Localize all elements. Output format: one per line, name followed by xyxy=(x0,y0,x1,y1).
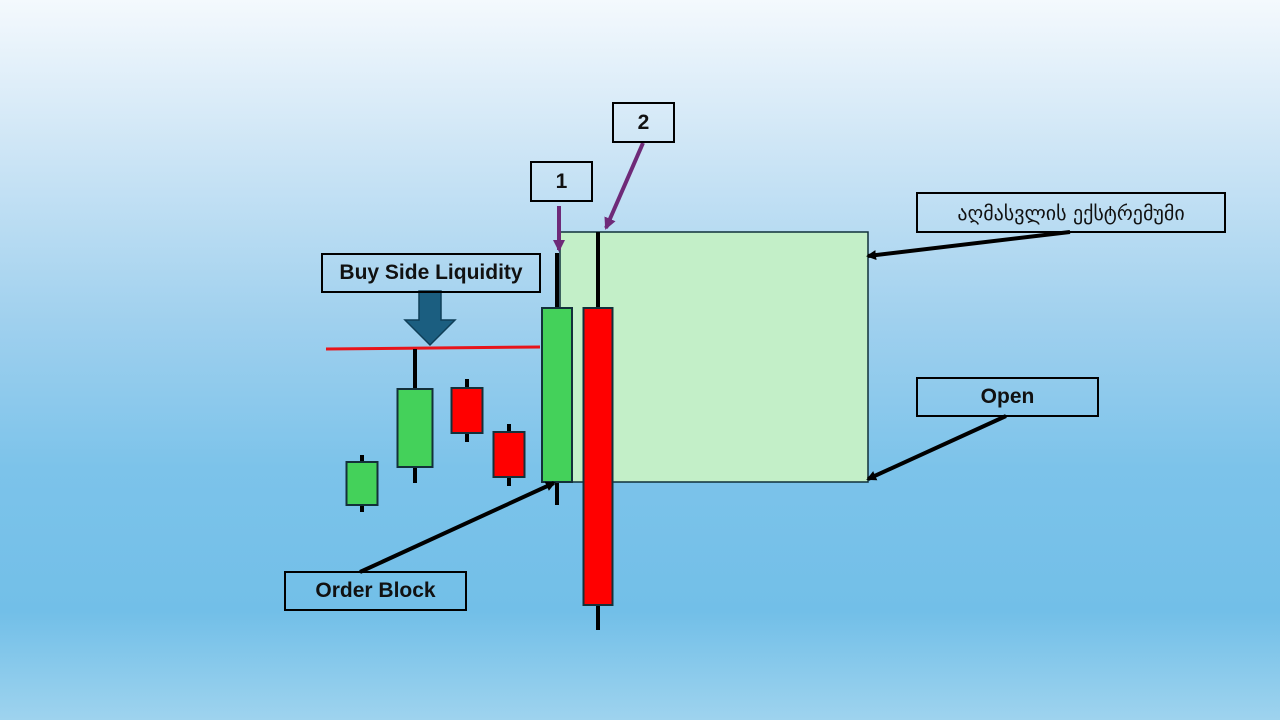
buy-side-liquidity-line xyxy=(325,345,541,351)
extreme-arrow xyxy=(866,230,1071,261)
marker-1-label: 1 xyxy=(530,161,593,202)
marker-2-arrow xyxy=(604,142,645,230)
candle-body xyxy=(450,387,484,434)
candle-body xyxy=(345,461,379,506)
candle-body xyxy=(582,307,614,606)
candle-body xyxy=(541,307,573,483)
order-block-label: Order Block xyxy=(284,571,467,611)
candle-bear xyxy=(492,424,526,486)
candle-bear xyxy=(450,379,484,442)
open-arrow xyxy=(866,414,1007,481)
marker-2-label: 2 xyxy=(612,102,675,143)
open-label: Open xyxy=(916,377,1099,417)
candle-body xyxy=(492,431,526,478)
candle-body xyxy=(396,388,434,468)
candle-bear xyxy=(582,232,614,630)
candle-bull xyxy=(396,349,434,483)
order-block-arrow xyxy=(359,481,556,574)
extreme-label: აღმასვლის ექსტრემუმი xyxy=(916,192,1226,233)
candle-bull xyxy=(345,455,379,512)
down-arrow-icon xyxy=(403,290,457,347)
buy-side-liquidity-label: Buy Side Liquidity xyxy=(321,253,541,293)
candle-bull xyxy=(541,253,573,505)
